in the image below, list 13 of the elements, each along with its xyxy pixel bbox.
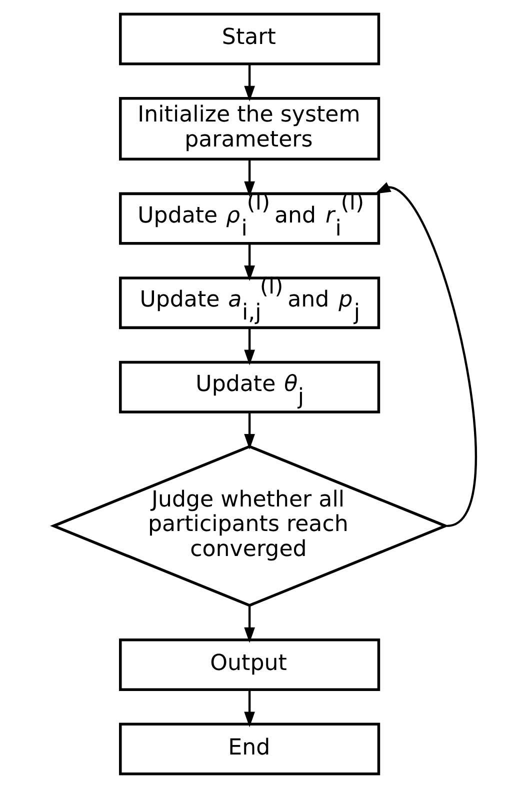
arrow bbox=[244, 64, 255, 102]
arrow bbox=[244, 606, 255, 643]
node-box: Output bbox=[119, 638, 380, 692]
arrow bbox=[244, 244, 255, 281]
arrow bbox=[244, 690, 255, 728]
node-box: Initialize the system parameters bbox=[119, 96, 380, 161]
node-box: End bbox=[119, 722, 380, 776]
arrow bbox=[375, 182, 477, 527]
node-diamond: Judge whether all participants reach converged bbox=[50, 445, 450, 607]
arrow bbox=[244, 412, 255, 450]
arrow bbox=[244, 160, 255, 197]
node-box: Start bbox=[119, 12, 380, 66]
arrow bbox=[244, 328, 255, 366]
